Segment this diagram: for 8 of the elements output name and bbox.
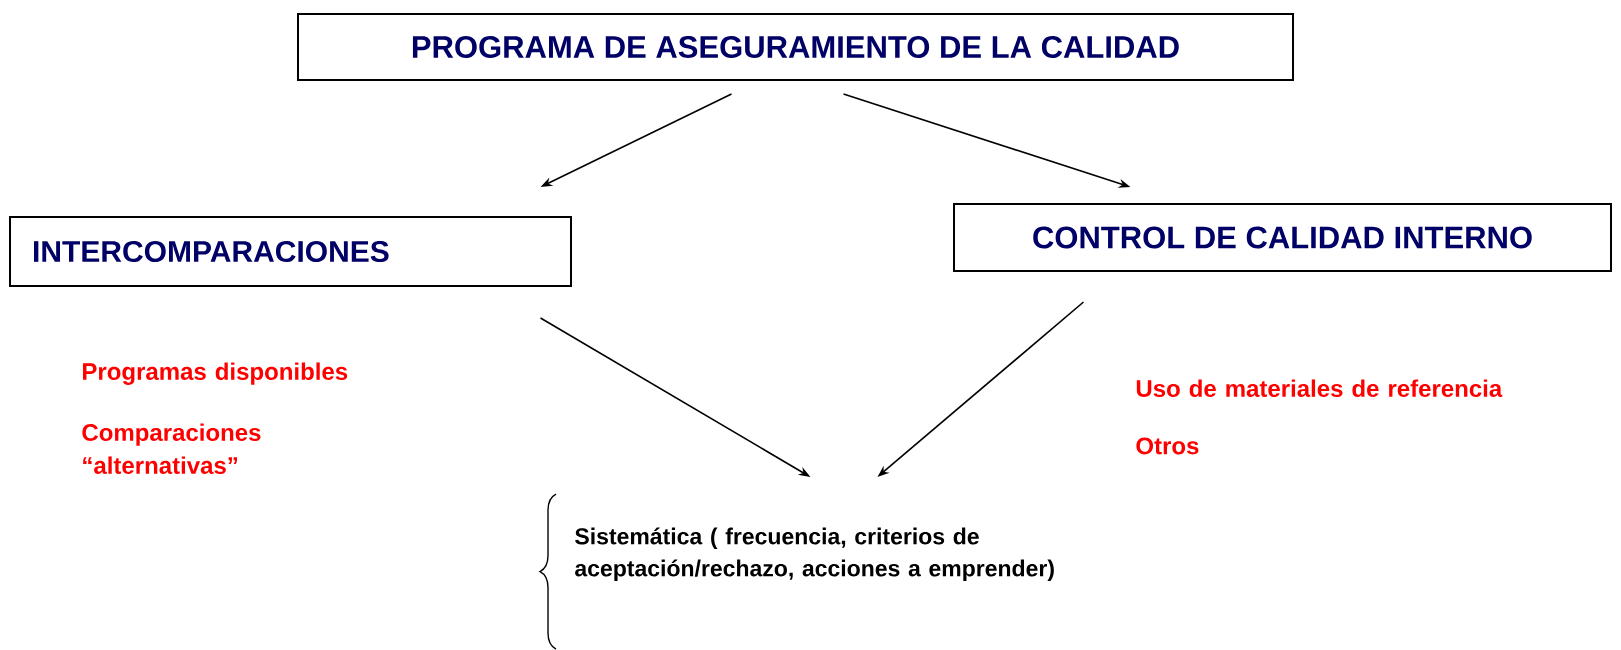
- note-text: Comparaciones “alternativas”: [82, 423, 261, 474]
- note-text: Programas disponibles: [83, 362, 348, 385]
- note-text: Otros: [1136, 437, 1199, 455]
- description-text: Sistemática ( frecuencia, criterios de aceptación/rechazo, acciones a emprender): [575, 527, 1054, 582]
- process-box: PROGRAMA DE ASEGURAMIENTO DE LA CALIDAD: [297, 13, 1294, 81]
- process-box: INTERCOMPARACIONES: [9, 216, 572, 287]
- note-text: Uso de materiales de referencia: [1136, 379, 1503, 397]
- process-box: CONTROL DE CALIDAD INTERNO: [953, 203, 1612, 272]
